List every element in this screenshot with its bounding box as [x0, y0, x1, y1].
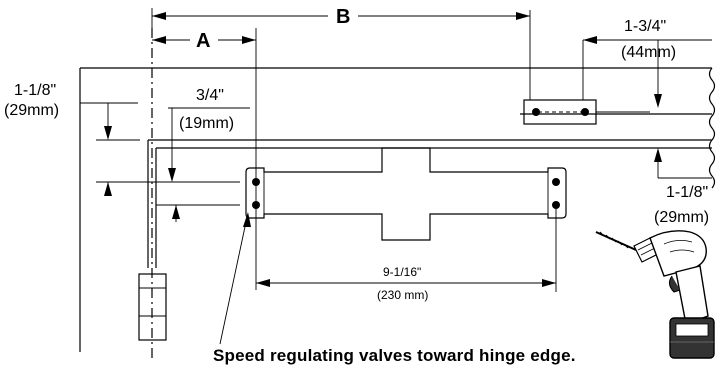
label-a: A	[196, 30, 210, 52]
dimension-b: B	[152, 6, 530, 28]
label-body-mm: (230 mm)	[377, 288, 428, 302]
mounting-bracket	[523, 99, 650, 125]
label-top-right-mm: (44mm)	[621, 44, 676, 61]
label-left-inch: 1-1/8"	[14, 82, 56, 99]
label-mid-inch: 3/4"	[196, 87, 224, 104]
dimension-body-length: 9-1/16" (230 mm)	[256, 265, 556, 302]
door-frame	[79, 67, 716, 352]
caption-text: Speed regulating valves toward hinge edg…	[213, 346, 576, 365]
label-right-mm: (29mm)	[654, 209, 709, 226]
door-closer-body	[245, 147, 567, 241]
label-right-inch: 1-1/8"	[666, 184, 708, 201]
body-hole-bottom-right	[552, 201, 560, 209]
dimension-a: A	[152, 30, 256, 52]
dimension-top-right: 1-3/4" (44mm)	[583, 18, 712, 178]
dimension-middle: 3/4" (19mm)	[96, 87, 250, 222]
body-hole-bottom-left	[252, 201, 260, 209]
body-hole-top-right	[552, 178, 560, 186]
label-left-mm: (29mm)	[4, 102, 59, 119]
dimension-right: 1-1/8" (29mm)	[654, 177, 712, 226]
label-top-right-inch: 1-3/4"	[624, 18, 666, 35]
label-b: B	[336, 6, 350, 28]
label-mid-mm: (19mm)	[179, 115, 234, 132]
cordless-drill-icon	[595, 230, 715, 359]
body-hole-top-left	[252, 178, 260, 186]
bracket-hole-left	[532, 108, 540, 116]
bracket-hole-right	[581, 108, 589, 116]
valve-leader	[219, 212, 251, 345]
dimension-left: 1-1/8" (29mm)	[4, 82, 140, 196]
arm-bracket	[138, 273, 167, 341]
label-body-inch: 9-1/16"	[383, 265, 421, 279]
